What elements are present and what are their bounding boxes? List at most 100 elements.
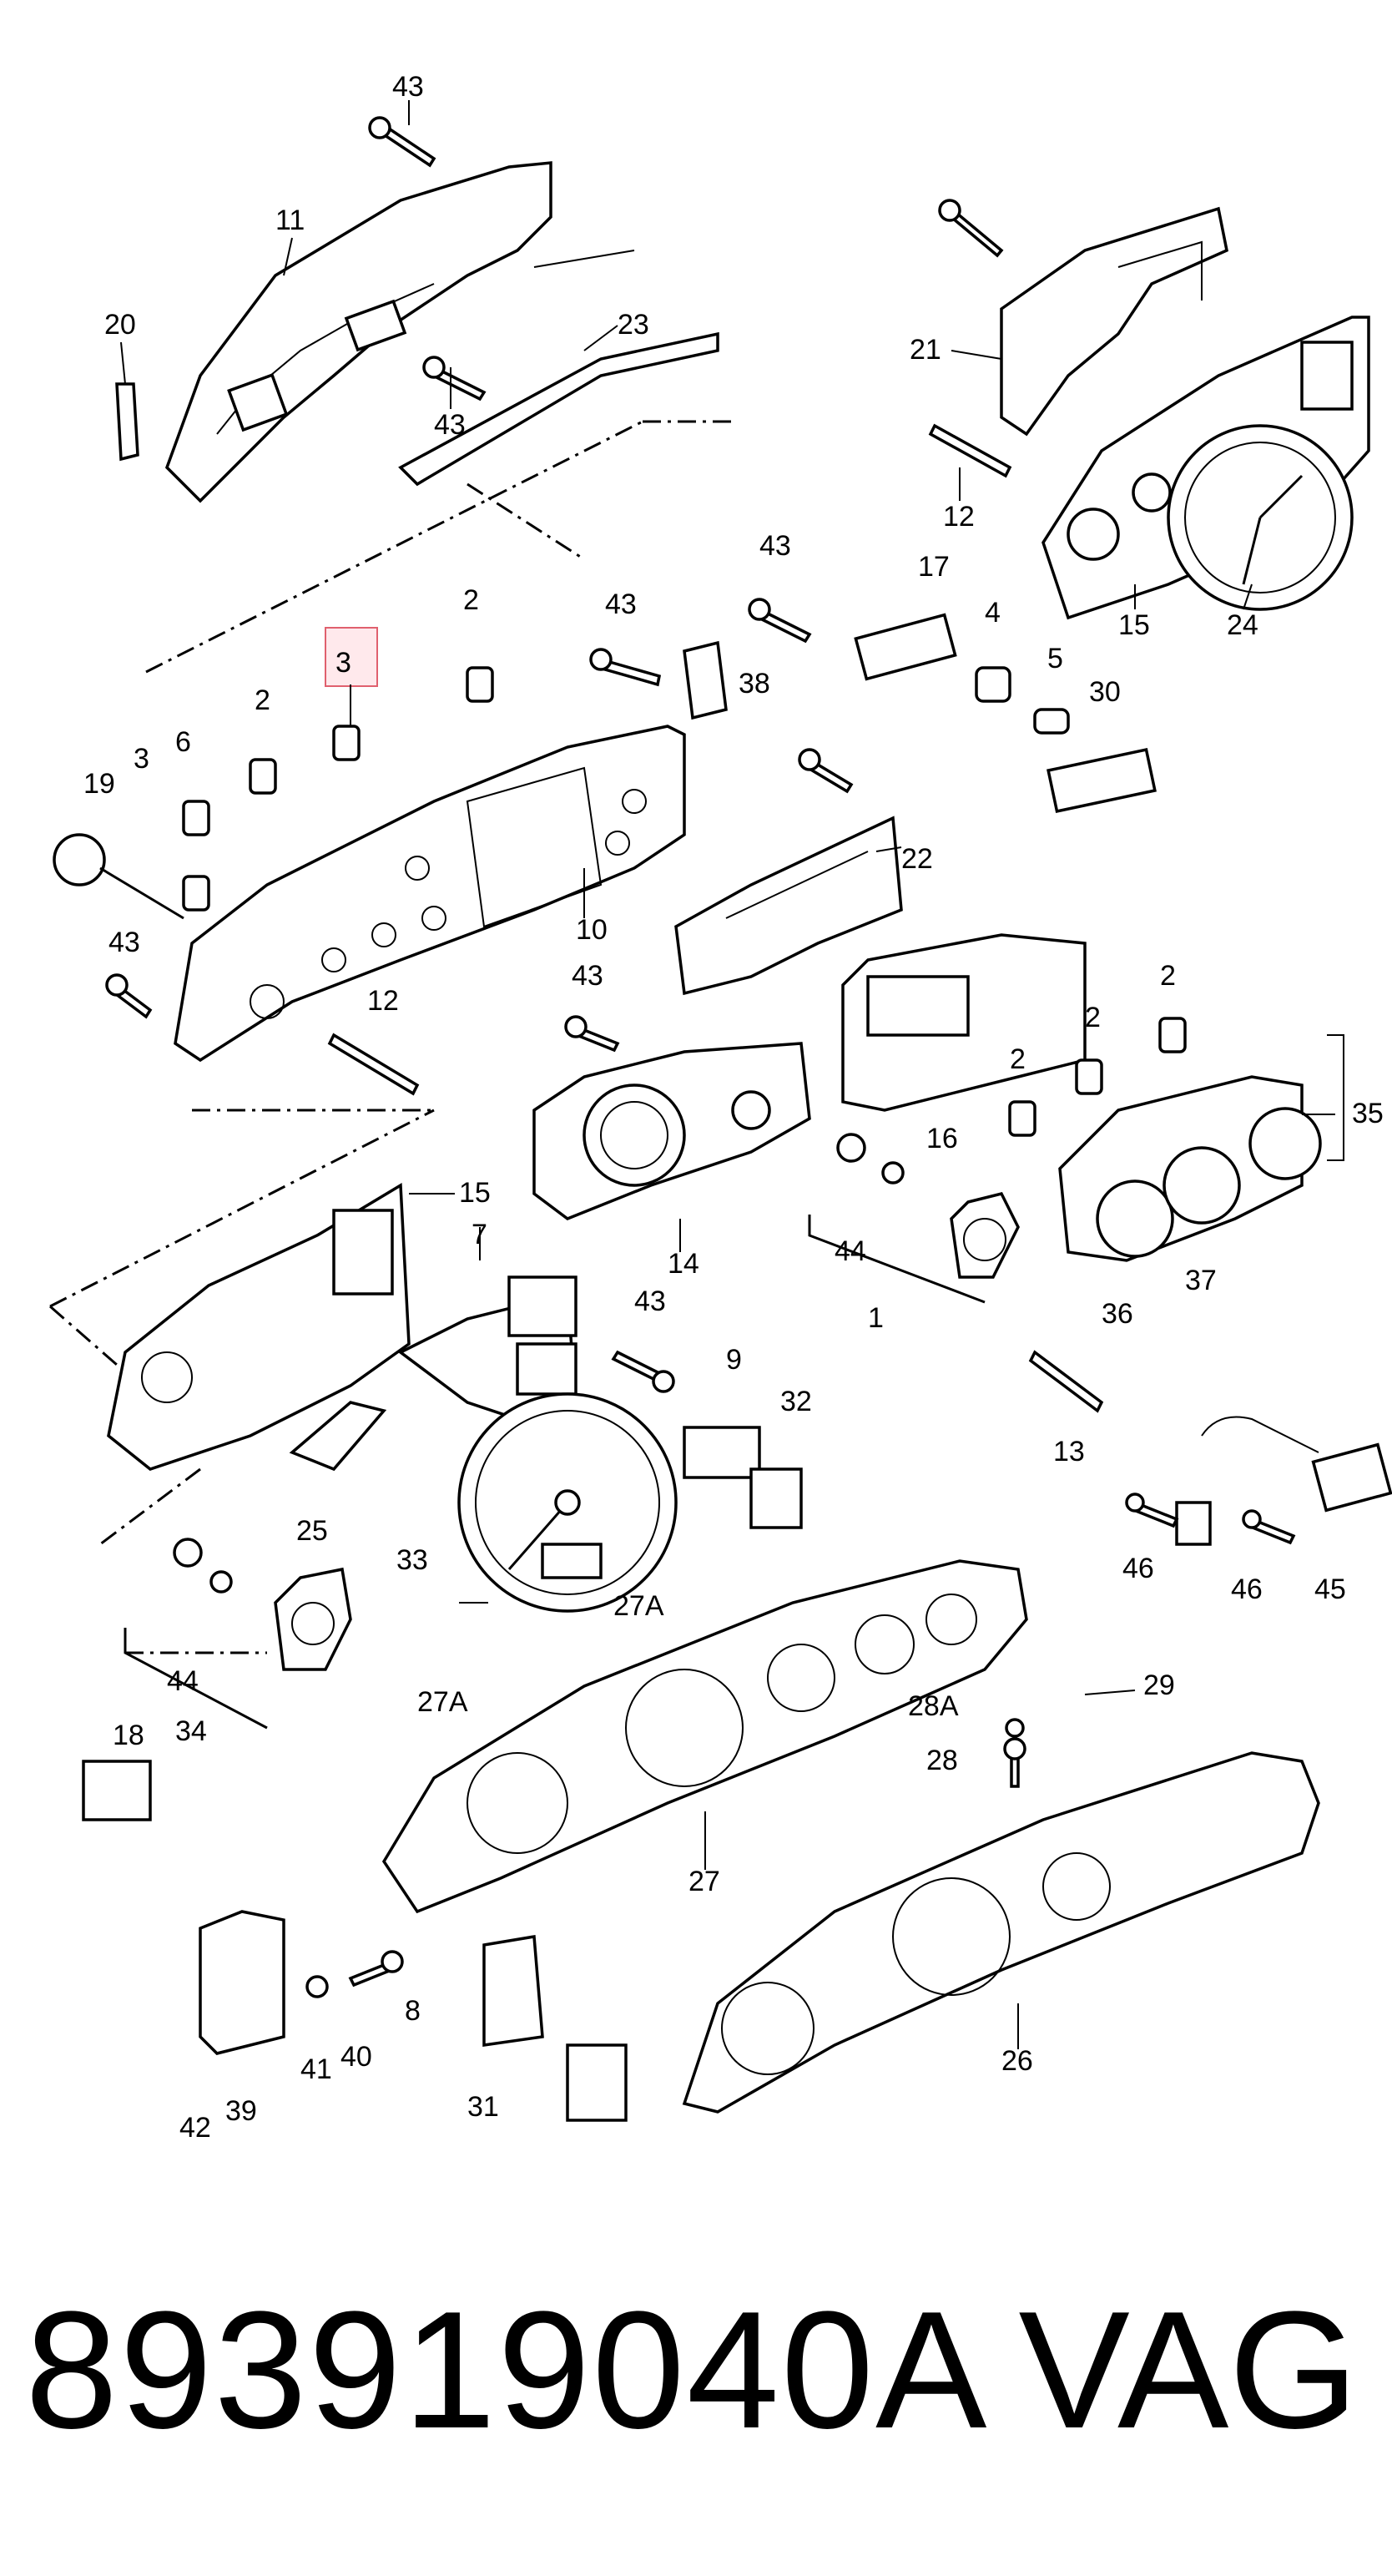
nut-washer-icons [173, 1133, 1025, 1998]
svg-text:10: 10 [576, 914, 608, 946]
svg-text:26: 26 [1001, 2045, 1033, 2077]
highlighted-callout-box [325, 627, 378, 687]
svg-text:17: 17 [918, 551, 950, 583]
part-26-cluster-housing [682, 1751, 1320, 2114]
svg-text:33: 33 [396, 1544, 428, 1576]
part-19-knob [53, 833, 184, 920]
svg-text:43: 43 [108, 927, 140, 958]
part-22-frame [674, 816, 903, 996]
svg-text:43: 43 [605, 588, 637, 620]
svg-text:1: 1 [868, 1302, 884, 1334]
svg-text:12: 12 [367, 985, 399, 1017]
part-9-bulb-holder [683, 1426, 761, 1479]
svg-text:19: 19 [83, 768, 115, 800]
svg-text:2: 2 [255, 684, 270, 716]
svg-text:39: 39 [225, 2095, 257, 2127]
svg-text:46: 46 [1231, 1573, 1263, 1605]
part-number: 893919040A [25, 2277, 989, 2463]
part-5-bulb [1033, 708, 1070, 735]
svg-text:25: 25 [296, 1515, 328, 1547]
part-21-cover [1000, 206, 1228, 437]
svg-text:23: 23 [618, 309, 649, 341]
svg-text:14: 14 [668, 1248, 699, 1280]
svg-text:31: 31 [467, 2091, 499, 2123]
svg-text:36: 36 [1102, 1298, 1133, 1330]
callout-3-highlighted: 3 [335, 647, 351, 679]
part-12-shaft [928, 423, 1012, 478]
bulb-holder-icons [182, 666, 1187, 1137]
part-4-bulb [975, 666, 1011, 703]
svg-text:15: 15 [459, 1177, 491, 1209]
svg-text:8: 8 [405, 1995, 421, 2027]
svg-text:9: 9 [726, 1344, 742, 1376]
part-12-shaft-lower [327, 1033, 420, 1096]
part-15-lower-panel [107, 1183, 411, 1471]
part-39-module [199, 1910, 285, 2055]
svg-text:45: 45 [1314, 1573, 1346, 1605]
part-30-connector [1047, 747, 1157, 814]
svg-text:43: 43 [572, 960, 603, 992]
svg-text:4: 4 [985, 597, 1001, 629]
svg-text:24: 24 [1227, 609, 1258, 641]
svg-text:2: 2 [463, 584, 479, 616]
svg-text:12: 12 [943, 501, 975, 533]
part-13-rod [1028, 1350, 1104, 1413]
svg-text:42: 42 [179, 2112, 211, 2144]
svg-text:32: 32 [780, 1386, 812, 1417]
svg-text:30: 30 [1089, 676, 1121, 708]
part-38-clip [683, 640, 728, 720]
part-32-label [749, 1467, 803, 1529]
svg-text:15: 15 [1118, 609, 1150, 641]
svg-text:43: 43 [634, 1285, 666, 1317]
svg-text:43: 43 [759, 530, 791, 562]
svg-text:11: 11 [275, 205, 305, 236]
svg-text:28: 28 [926, 1745, 958, 1776]
svg-text:37: 37 [1185, 1265, 1217, 1296]
svg-text:35: 35 [1352, 1098, 1384, 1129]
exploded-parts-diagram: 43 11 20 23 43 21 12 15 24 2 3 43 38 43 … [49, 71, 1392, 2144]
part-35-gauges [1058, 1034, 1344, 1262]
svg-text:46: 46 [1122, 1553, 1154, 1584]
svg-text:29: 29 [1143, 1669, 1175, 1701]
svg-text:18: 18 [113, 1720, 144, 1751]
part-16-display-module [841, 933, 1087, 1112]
screw-icons [105, 116, 1296, 1988]
part-45-connector [1175, 1416, 1392, 1546]
svg-text:2: 2 [1160, 960, 1176, 992]
part-10-circuit-board [174, 725, 686, 1063]
svg-text:34: 34 [175, 1715, 207, 1747]
svg-text:20: 20 [104, 309, 136, 341]
svg-text:2: 2 [1010, 1043, 1026, 1075]
svg-text:21: 21 [910, 334, 941, 366]
svg-text:3: 3 [134, 743, 149, 775]
svg-text:38: 38 [739, 668, 770, 700]
svg-text:2: 2 [1085, 1002, 1101, 1033]
svg-text:27A: 27A [417, 1686, 468, 1718]
part-1-gauge [950, 1191, 1020, 1279]
svg-text:27A: 27A [613, 1590, 664, 1622]
part-15-dial-panel [1041, 316, 1370, 620]
svg-text:28A: 28A [908, 1690, 959, 1722]
part-14-frame [532, 1042, 811, 1220]
part-31-label [566, 2043, 628, 2122]
svg-text:16: 16 [926, 1123, 958, 1154]
part-27-cluster-housing [381, 1559, 1028, 1914]
part-11-frame [115, 161, 719, 503]
part-25-bracket [289, 1401, 387, 1472]
part-8-switch [482, 1934, 544, 2048]
svg-text:44: 44 [835, 1235, 866, 1267]
part-18-relay [82, 1760, 152, 1821]
svg-text:27: 27 [688, 1866, 720, 1897]
svg-text:22: 22 [901, 843, 933, 875]
svg-text:44: 44 [167, 1665, 199, 1697]
part-17-connector [854, 613, 957, 681]
brand-name: VAG [1018, 2277, 1359, 2463]
svg-text:5: 5 [1047, 643, 1063, 674]
svg-text:41: 41 [300, 2053, 332, 2085]
svg-text:43: 43 [434, 409, 466, 441]
svg-text:6: 6 [175, 726, 191, 758]
callout-labels: 43 11 20 23 43 21 12 15 24 2 3 43 38 43 … [83, 71, 1384, 2144]
svg-text:40: 40 [340, 2041, 372, 2073]
svg-text:43: 43 [392, 71, 424, 103]
svg-text:13: 13 [1053, 1436, 1085, 1467]
